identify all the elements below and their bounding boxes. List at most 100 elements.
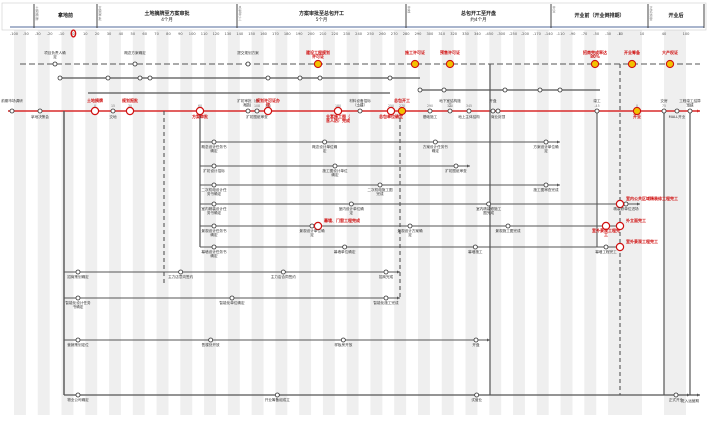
critical-node-label: MALL开业 <box>669 114 686 119</box>
node-day: 180 <box>335 104 341 108</box>
time-band <box>513 30 525 415</box>
tick-label: -30 <box>605 32 612 36</box>
branch-node <box>280 269 286 275</box>
branch-node-label: 招商完成 <box>379 274 394 279</box>
tick-label: 60 <box>142 32 147 36</box>
branch-node-label: 景观设计单位确 <box>299 228 325 233</box>
tick-label: 160 <box>260 32 268 36</box>
critical-path-node <box>397 106 407 116</box>
time-band <box>560 30 573 415</box>
phase-marker-char: 案 <box>98 9 102 14</box>
branch-node-label: 定 <box>408 232 412 237</box>
top-path-label: 招商完成率达 <box>583 49 607 55</box>
tick-label: 20 <box>95 32 100 36</box>
tick-label: 0 <box>619 32 622 36</box>
branch-node-label: 定 <box>544 148 548 153</box>
tier-node <box>105 75 111 81</box>
time-band <box>37 30 50 415</box>
phase-marker-char: 开 <box>407 6 411 10</box>
time-band <box>418 30 430 415</box>
branch-node <box>383 295 389 301</box>
critical-node-label: 规划报批 <box>121 97 138 103</box>
nodes <box>9 59 693 398</box>
top-path-node <box>245 61 251 67</box>
node-day: 345 <box>466 104 472 108</box>
branch-node-label: 智能化施工完成 <box>373 300 399 305</box>
tier-node <box>387 75 393 81</box>
node-day: 320 <box>447 104 453 108</box>
tier-node <box>502 87 508 93</box>
critical-node-label: 竣工 <box>593 98 601 103</box>
branch-node-label: 定 <box>350 210 354 215</box>
critical-node-label: 总包开工 <box>394 97 410 103</box>
critical-path-node <box>357 108 363 114</box>
top-path-node <box>410 59 420 69</box>
branch-node-label: 试营业 <box>471 397 482 402</box>
tick-label: 140 <box>236 32 244 36</box>
arrow-head <box>557 140 560 144</box>
node-day: 30 <box>128 104 132 108</box>
branch-node-label: 营销策划定位 <box>67 342 89 347</box>
branch-node <box>543 182 549 188</box>
tick-label: -90 <box>570 32 577 36</box>
node-day: 115 <box>265 104 271 108</box>
branch-node-label: 图完成 <box>483 210 494 215</box>
critical-node-label: 含人防）完成 <box>326 117 350 123</box>
branch-node-label: 工 <box>604 231 608 237</box>
top-path-node <box>590 59 600 69</box>
tier-node <box>557 87 563 93</box>
branch-node <box>75 392 81 398</box>
critical-path-node <box>490 108 496 114</box>
red-milestone-node <box>615 199 625 209</box>
branch-node-label: 精装修单位进场 <box>613 206 639 211</box>
branch-node-label: 主力店合同签约 <box>271 274 297 279</box>
phase-marker-char: 开 <box>238 13 242 17</box>
branch-node-label: 完成 <box>376 191 384 196</box>
node-day: 290 <box>427 104 433 108</box>
phase-title: 开业前（开业倒排期） <box>574 12 624 19</box>
branch-node-label: 幕墙单位确定 <box>334 249 356 254</box>
critical-node-label: 完成 <box>686 102 694 107</box>
time-band <box>608 30 620 415</box>
tick-label: 270 <box>391 32 399 36</box>
tick-label: -250 <box>509 32 518 36</box>
branch-node <box>178 269 184 275</box>
critical-node-label: 全套施工图（ <box>325 113 350 119</box>
critical-node-label: 地下室结构施 <box>439 98 461 103</box>
branch-node-label: 施工图审查完成 <box>533 187 559 192</box>
header-box <box>1 2 707 31</box>
critical-path-node <box>90 106 100 116</box>
branch-node-label: 景观设计任务书 <box>201 228 227 233</box>
time-band <box>275 30 288 415</box>
critical-path-node <box>674 108 680 114</box>
node-labels: 前期市场调研拿地决策会土地摘牌0交地15规划报批30方案审批60扩初审批（含消防… <box>1 49 701 403</box>
branch-node-label: 室内精装修施工 <box>476 206 502 211</box>
tick-label: 40 <box>662 32 667 36</box>
tick-label: -200 <box>521 32 530 36</box>
critical-node-label: 前期市场调研 <box>1 98 23 103</box>
branch-node <box>211 244 217 250</box>
zero-marker <box>70 29 77 38</box>
branch-node <box>407 223 413 229</box>
critical-node-label: 交房 <box>660 98 668 103</box>
time-band <box>584 30 597 415</box>
arrow-head <box>697 109 700 113</box>
critical-node-label: （土建） <box>353 102 367 107</box>
critical-node-label: 扩初审批（含 <box>237 98 259 103</box>
tier-node <box>147 75 153 81</box>
branch-node <box>342 244 348 250</box>
critical-node-label: 土地摘牌 <box>87 97 103 103</box>
branch-node-label: 确定 <box>210 148 218 153</box>
tick-label: 170 <box>272 32 280 36</box>
tick-label: 230 <box>343 32 351 36</box>
phase-header <box>1 2 707 31</box>
tier-node <box>137 75 143 81</box>
critical-node-label: 拿地决策会 <box>31 114 49 119</box>
red-milestone-node <box>615 242 625 252</box>
time-band <box>441 30 454 415</box>
node-day: 190 <box>357 104 363 108</box>
critical-path-node <box>254 108 260 114</box>
branch-node-label: 室内精装设计任 <box>201 206 227 211</box>
top-path-node <box>627 59 637 69</box>
tick-label: -30 <box>35 32 42 36</box>
